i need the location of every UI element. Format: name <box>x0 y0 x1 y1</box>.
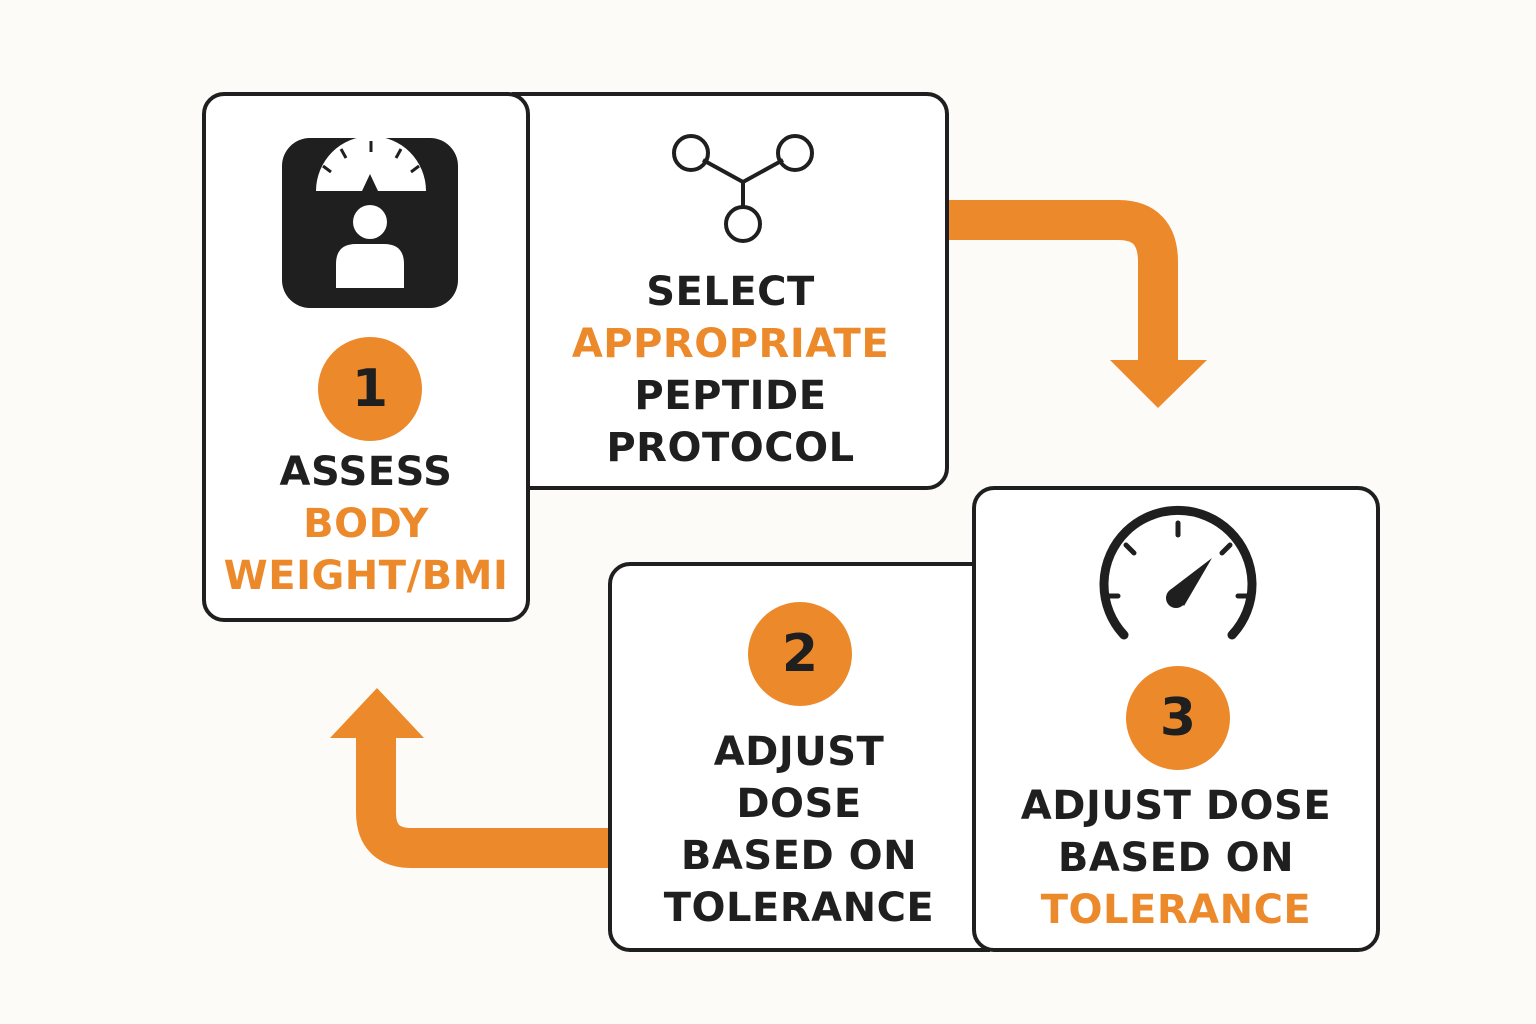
select-protocol-card: SELECT APPROPRIATE PEPTIDE PROTOCOL <box>512 92 949 490</box>
weight-scale-person-icon <box>282 136 458 308</box>
step-3-card: 3 ADJUST DOSE BASED ON TOLERANCE <box>972 486 1380 952</box>
step-3-line-2: BASED ON <box>1057 835 1295 881</box>
step-1-line-3: WEIGHT/BMI <box>223 553 509 599</box>
arrow-right-down-icon <box>946 200 1207 408</box>
select-line-3: PEPTIDE <box>634 373 827 419</box>
step-1-card: 1 ASSESS BODY WEIGHT/BMI <box>202 92 530 622</box>
step-3-line-3: TOLERANCE <box>1040 887 1312 933</box>
select-line-2: APPROPRIATE <box>571 321 890 367</box>
step-1-badge: 1 <box>318 337 422 441</box>
step-2-line-3: BASED ON <box>680 833 918 879</box>
step-2-label: ADJUST DOSE BASED ON TOLERANCE <box>612 726 986 934</box>
step-2-line-2: DOSE <box>736 781 862 827</box>
arrow-left-up-icon <box>330 688 612 868</box>
step-1-label: ASSESS BODY WEIGHT/BMI <box>206 446 526 602</box>
step-2-card: 2 ADJUST DOSE BASED ON TOLERANCE <box>608 562 990 952</box>
step-2-line-4: TOLERANCE <box>663 885 935 931</box>
molecule-icon <box>672 134 814 243</box>
step-1-line-1: ASSESS <box>279 449 453 495</box>
step-2-line-1: ADJUST <box>713 729 885 775</box>
step-3-badge: 3 <box>1126 666 1230 770</box>
select-line-4: PROTOCOL <box>606 425 855 471</box>
step-2-badge: 2 <box>748 602 852 706</box>
select-protocol-label: SELECT APPROPRIATE PEPTIDE PROTOCOL <box>516 266 945 474</box>
select-line-1: SELECT <box>646 269 815 315</box>
speedometer-icon <box>1099 505 1257 640</box>
step-3-line-1: ADJUST DOSE <box>1020 783 1332 829</box>
step-1-line-2: BODY <box>303 501 429 547</box>
step-3-label: ADJUST DOSE BASED ON TOLERANCE <box>976 780 1376 936</box>
